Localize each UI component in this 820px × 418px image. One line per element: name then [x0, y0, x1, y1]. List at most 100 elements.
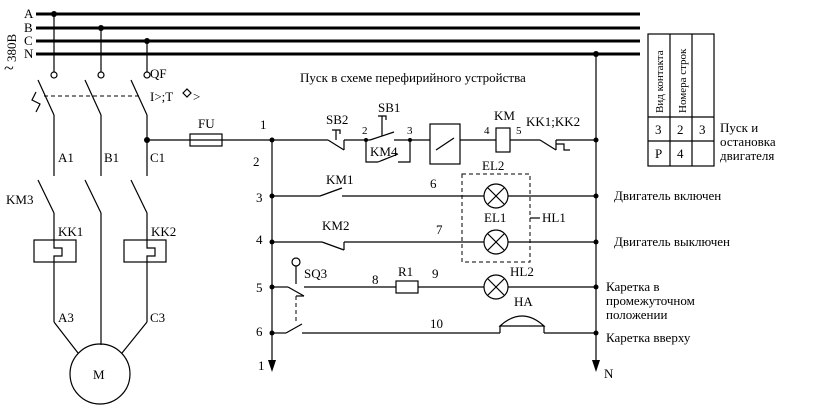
- left-bus-arrow: [268, 360, 276, 372]
- label-sb2: SB2: [326, 112, 348, 127]
- legend-r1-c1: 3: [655, 122, 662, 137]
- node-10: 10: [430, 316, 443, 331]
- bus-a-label: A: [24, 6, 34, 21]
- el1-lamp: [483, 229, 509, 255]
- legend-r2-c2: 4: [677, 146, 684, 161]
- start-stop-3: двигателя: [720, 148, 774, 163]
- km4-branch: [365, 140, 378, 163]
- kk2-thermal-relay: [123, 239, 167, 263]
- label-km3: KM3: [6, 192, 33, 207]
- hl2-lamp: [483, 274, 509, 300]
- label-c1: C1: [150, 150, 165, 165]
- motor: [69, 343, 131, 405]
- km3-contact-b: [84, 179, 102, 214]
- sq3-nc-contact: [285, 323, 303, 334]
- motor-on-label: Двигатель включен: [614, 188, 721, 203]
- label-sq3: SQ3: [304, 266, 327, 281]
- label-km1: KM1: [326, 172, 353, 187]
- carriage-mid-1: Каретка в: [606, 279, 660, 294]
- node-2: 2: [362, 125, 368, 137]
- start-stop-1: Пуск и: [720, 120, 758, 135]
- line-3: 3: [256, 190, 263, 205]
- km-coil: [495, 127, 511, 153]
- qf-blade-a: [37, 79, 55, 116]
- node-3: 3: [407, 125, 413, 137]
- carriage-up-label: Каретка вверху: [606, 330, 691, 345]
- label-sb1: SB1: [378, 100, 400, 115]
- node-4: 4: [484, 125, 490, 137]
- header-contact-type: Вид контакта: [654, 50, 666, 113]
- line-6: 6: [256, 324, 263, 339]
- label-km2: KM2: [322, 218, 349, 233]
- legend-table: Вид контакта Номера строк 3 2 3 Р 4: [647, 33, 715, 167]
- bus-c-label: C: [24, 33, 33, 48]
- label-el2: EL2: [482, 158, 504, 173]
- motor-off-label: Двигатель выключен: [614, 234, 730, 249]
- label-n-end: N: [604, 366, 614, 381]
- node-9: 9: [432, 266, 439, 281]
- phase-buses: A B C N 380В ~: [4, 6, 640, 78]
- sb1-start-button: [369, 115, 395, 141]
- legend-r1-c2: 2: [677, 122, 684, 137]
- qf-blade-b: [84, 79, 102, 116]
- node-8: 8: [372, 272, 379, 287]
- label-c3: C3: [150, 310, 165, 325]
- carriage-mid-3: положении: [606, 307, 667, 322]
- legend-r1-c3: 3: [699, 122, 706, 137]
- peripheral-heading: Пуск в схеме перефирийного устройства: [300, 70, 526, 85]
- start-stop-2: остановка: [720, 134, 776, 149]
- label-fu: FU: [198, 116, 215, 131]
- label-el1: EL1: [484, 210, 506, 225]
- sq3-limit-switch: [287, 257, 305, 297]
- svg-text:>: >: [193, 89, 200, 104]
- el2-lamp: [483, 183, 509, 209]
- voltage-label: 380В: [4, 34, 19, 63]
- header-line-numbers: Номера строк: [677, 48, 689, 113]
- qf-release: [31, 91, 41, 113]
- qf-blade-c: [130, 79, 148, 116]
- line-2: 2: [253, 154, 260, 169]
- line-4: 4: [256, 232, 263, 247]
- qf-trip-symbol: >: [182, 88, 200, 104]
- label-b1: B1: [104, 150, 119, 165]
- label-hl1: HL1: [542, 210, 566, 225]
- line-end: 1: [258, 358, 265, 373]
- km4-contact: [377, 153, 399, 163]
- sb2-stop-button: [327, 129, 345, 151]
- ha-bell: [498, 315, 546, 333]
- resistor-r1: [395, 280, 419, 294]
- label-hl2: HL2: [510, 264, 534, 279]
- node-5: 5: [516, 125, 522, 137]
- motor-label: M: [93, 367, 105, 382]
- ac-symbol: ~: [4, 58, 14, 78]
- power-circuit: QF I>;T > A1 B1 C1 KM3 KK1: [6, 11, 200, 405]
- qf-trip-label: I>;T: [150, 89, 173, 104]
- node-7: 7: [436, 222, 443, 237]
- bus-n-label: N: [24, 46, 34, 61]
- label-kk2: KK2: [151, 224, 176, 239]
- label-kk1: KK1: [58, 224, 83, 239]
- label-km4: KM4: [370, 144, 398, 159]
- qf-label: QF: [150, 66, 167, 81]
- right-bus-arrow: [592, 360, 600, 372]
- label-a1: A1: [58, 150, 74, 165]
- line-5: 5: [256, 280, 263, 295]
- kk1-thermal-relay: [33, 239, 77, 263]
- carriage-mid-2: промежуточном: [606, 293, 695, 308]
- km3-contact-a: [37, 179, 55, 214]
- peripheral-device: [429, 123, 461, 165]
- kk-thermal-contacts: [539, 139, 570, 151]
- label-kk12: KK1;KK2: [526, 114, 580, 129]
- node-1: 1: [260, 117, 267, 132]
- control-circuit: FU N 1 2 3 4 5 6 1 Пуск в схеме перефири…: [189, 51, 614, 381]
- bus-b-label: B: [24, 20, 33, 35]
- label-ha: HA: [514, 294, 533, 309]
- label-km: KM: [494, 108, 515, 123]
- right-labels: Пуск и остановка двигателя Двигатель вкл…: [606, 120, 776, 345]
- legend-r2-c1: Р: [655, 146, 662, 161]
- label-a3: A3: [58, 310, 74, 325]
- node-6: 6: [430, 176, 437, 191]
- km2-contact: [321, 241, 345, 251]
- km3-contact-c: [130, 179, 148, 214]
